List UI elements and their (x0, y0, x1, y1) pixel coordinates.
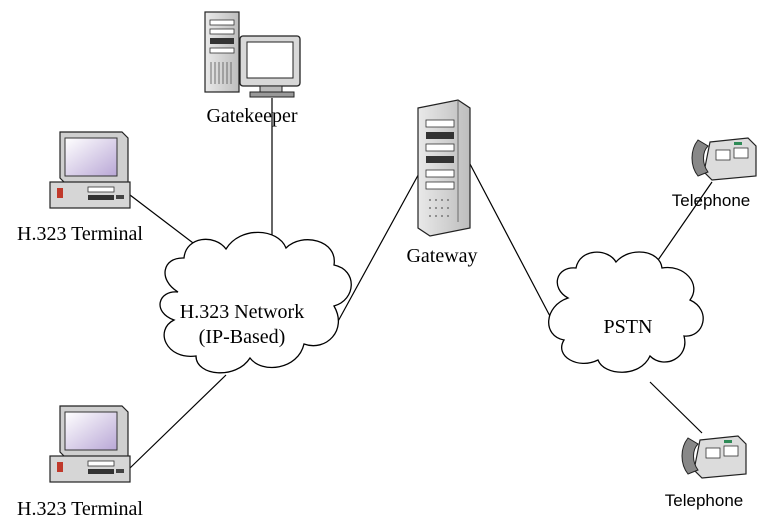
link-terminal-bottom-network (129, 374, 227, 469)
pstn-cloud: PSTN (548, 251, 704, 373)
terminal-top-label: H.323 Terminal (17, 223, 143, 245)
telephone-bottom-label: Telephone (665, 491, 743, 510)
gateway-label: Gateway (406, 245, 477, 267)
link-network-gateway (335, 167, 423, 326)
terminal-bottom-label: H.323 Terminal (17, 498, 143, 520)
telephone-bottom-icon (681, 435, 747, 479)
h323-network-sublabel: (IP-Based) (199, 326, 286, 348)
telephone-top-label: Telephone (672, 191, 750, 210)
gatekeeper-label: Gatekeeper (206, 105, 297, 127)
terminal-bottom-computer-icon (49, 405, 131, 483)
link-pstn-telephone-top (655, 181, 713, 264)
gateway-server-icon (417, 99, 471, 237)
link-pstn-telephone-bottom (649, 381, 703, 434)
terminal-top-computer-icon (49, 131, 131, 209)
h323-network-label: H.323 Network (180, 301, 304, 323)
link-gateway-pstn (469, 163, 553, 321)
gatekeeper-computer-icon (204, 11, 301, 98)
connection-lines (129, 98, 713, 469)
telephone-top-icon (691, 137, 757, 181)
pstn-label: PSTN (604, 316, 653, 338)
h323-network-cloud: H.323 Network (IP-Based) (159, 231, 352, 374)
